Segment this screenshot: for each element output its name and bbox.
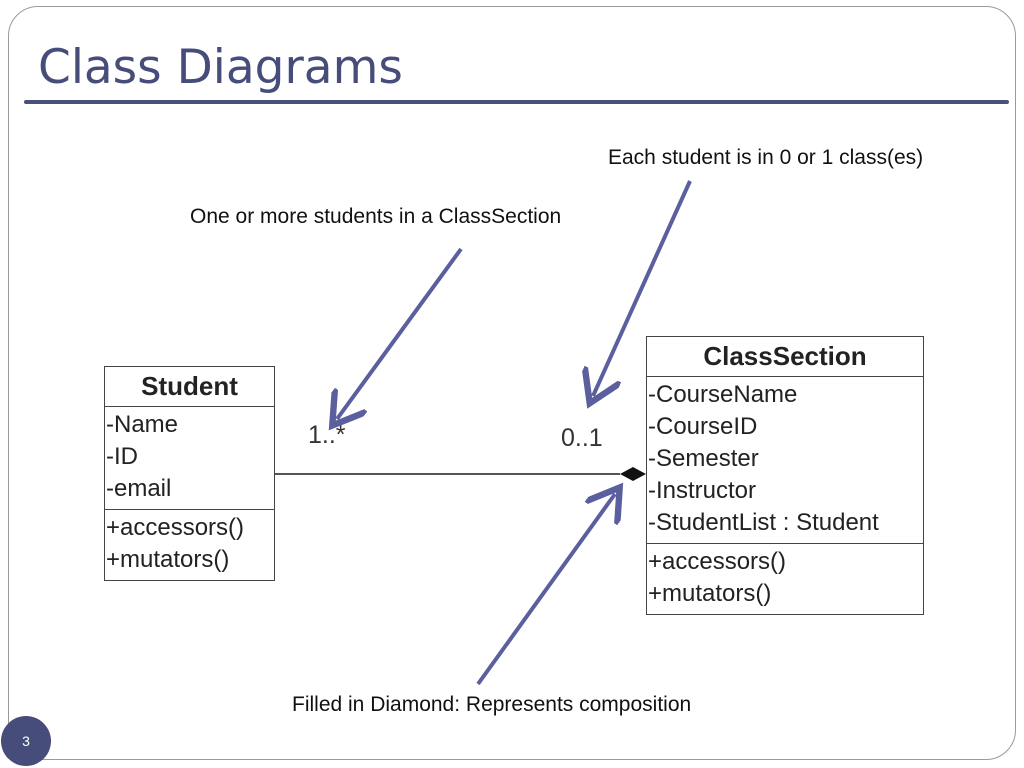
title-divider — [24, 100, 1009, 104]
classsection-attribute: -Semester — [648, 445, 759, 472]
classsection-operation: +mutators() — [648, 580, 772, 607]
classsection-attribute: -CourseName — [648, 381, 798, 408]
classsection-attribute: -CourseID — [648, 413, 758, 440]
classsection-operations: +accessors() +mutators() — [647, 544, 923, 614]
student-operation: +accessors() — [106, 514, 245, 541]
slide-title: Class Diagrams — [38, 40, 403, 95]
multiplicity-pointer-arrow — [593, 180, 692, 396]
student-attribute: -email — [106, 475, 172, 502]
page-number-badge: 3 — [1, 716, 51, 766]
classsection-class-name: ClassSection — [647, 337, 923, 377]
classsection-class-box: ClassSection -CourseName -CourseID -Seme… — [646, 336, 924, 615]
students-pointer-arrow — [337, 247, 463, 419]
classsection-attributes: -CourseName -CourseID -Semester -Instruc… — [647, 377, 923, 544]
student-operations: +accessors() +mutators() — [105, 510, 274, 580]
student-multiplicity: 1..* — [308, 421, 346, 449]
student-attributes: -Name -ID -email — [105, 407, 274, 510]
composition-diamond — [620, 467, 646, 481]
student-operation: +mutators() — [106, 546, 230, 573]
classsection-attribute: -Instructor — [648, 477, 757, 504]
student-attribute: -ID — [106, 443, 138, 470]
student-class-box: Student -Name -ID -email +accessors() +m… — [104, 366, 275, 581]
classsection-attribute: -StudentList : Student — [648, 509, 879, 536]
student-class-name: Student — [105, 367, 274, 407]
student-attribute: -Name — [106, 411, 179, 438]
students-note: One or more students in a ClassSection — [190, 205, 562, 228]
composition-pointer-arrow — [476, 494, 615, 686]
classsection-multiplicity: 0..1 — [561, 424, 603, 452]
classsection-operation: +accessors() — [648, 548, 787, 575]
multiplicity-note: Each student is in 0 or 1 class(es) — [608, 146, 924, 169]
composition-note: Filled in Diamond: Represents compositio… — [292, 693, 692, 716]
